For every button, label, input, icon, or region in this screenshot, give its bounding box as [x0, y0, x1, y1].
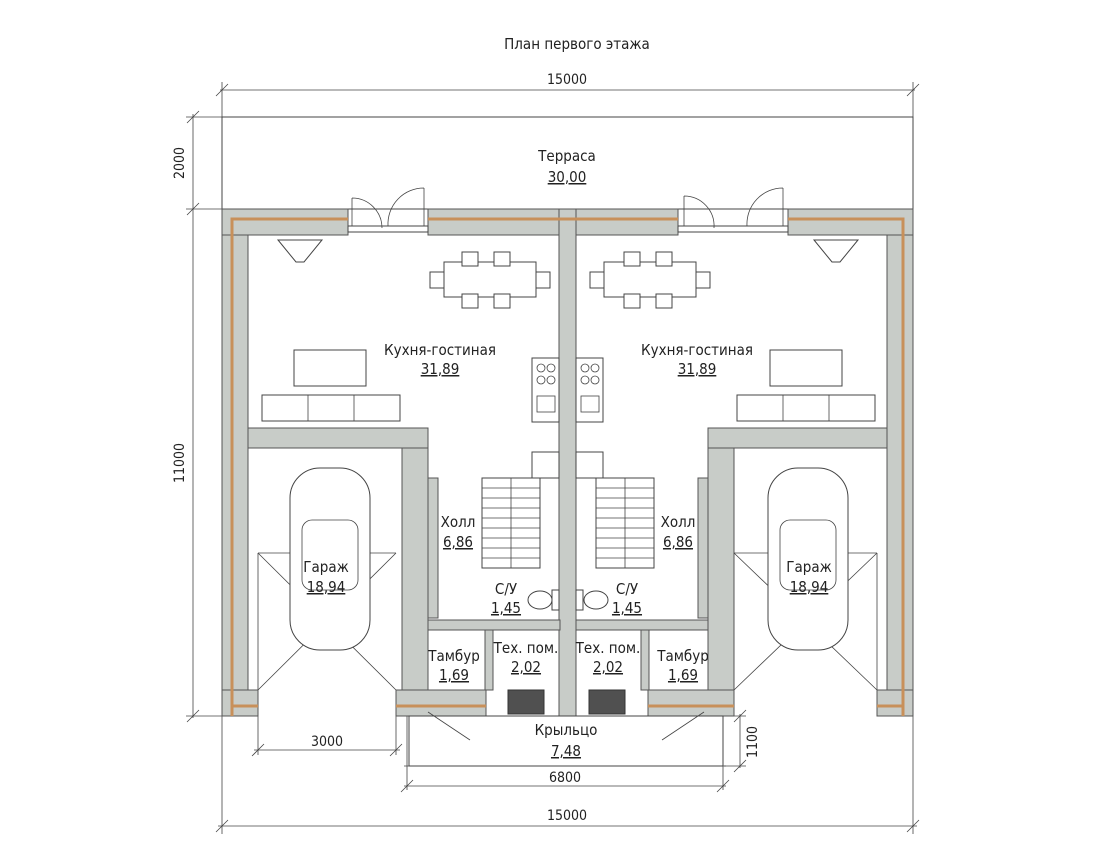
- kitchen-right-name: Кухня-гостиная: [641, 341, 753, 359]
- garage-right-area: 18,94: [790, 578, 829, 596]
- hall-right-name: Холл: [661, 513, 696, 531]
- tech-left-area: 2,02: [511, 658, 541, 676]
- hall-left-area: 6,86: [443, 533, 473, 551]
- terrace-outline: [221, 116, 914, 210]
- dim-porch-depth: 1100: [745, 726, 761, 758]
- walls: [221, 208, 914, 717]
- insulation: [230, 217, 905, 716]
- wc-right-name: С/У: [616, 580, 638, 598]
- kitchen-right-area: 31,89: [678, 360, 717, 378]
- hall-right-area: 6,86: [663, 533, 693, 551]
- kitchen-left-area: 31,89: [421, 360, 460, 378]
- tech-right-area: 2,02: [593, 658, 623, 676]
- wc-left-name: С/У: [495, 580, 517, 598]
- hall-left-name: Холл: [441, 513, 476, 531]
- wc-right-area: 1,45: [612, 599, 642, 617]
- tambour-right-name: Тамбур: [656, 647, 709, 665]
- garage-left-name: Гараж: [303, 558, 349, 576]
- dim-porch-width: 6800: [549, 770, 581, 786]
- porch-name: Крыльцо: [535, 721, 598, 739]
- tech-left-name: Тех. пом.: [493, 639, 559, 657]
- garage-right-name: Гараж: [786, 558, 832, 576]
- tech-right-name: Тех. пом.: [575, 639, 641, 657]
- wc-left-area: 1,45: [491, 599, 521, 617]
- dim-bottom-width: 15000: [547, 808, 587, 824]
- tambour-left-area: 1,69: [439, 666, 469, 684]
- garage-left-area: 18,94: [307, 578, 346, 596]
- terrace-doors: [347, 187, 789, 233]
- furniture: [257, 239, 878, 767]
- porch-area: 7,48: [551, 742, 581, 760]
- terrace-area: 30,00: [548, 168, 587, 186]
- terrace-name: Терраса: [537, 147, 596, 165]
- dim-terrace-depth: 2000: [172, 147, 188, 179]
- dim-top-width: 15000: [547, 72, 587, 88]
- dim-house-depth: 11000: [172, 443, 188, 483]
- tambour-right-area: 1,69: [668, 666, 698, 684]
- tambour-left-name: Тамбур: [427, 647, 480, 665]
- dim-garage-width: 3000: [311, 734, 343, 750]
- room-labels: Терраса 30,00 Кухня-гостиная 31,89 Кухня…: [303, 147, 832, 760]
- kitchen-left-name: Кухня-гостиная: [384, 341, 496, 359]
- plan-title: План первого этажа: [504, 35, 650, 53]
